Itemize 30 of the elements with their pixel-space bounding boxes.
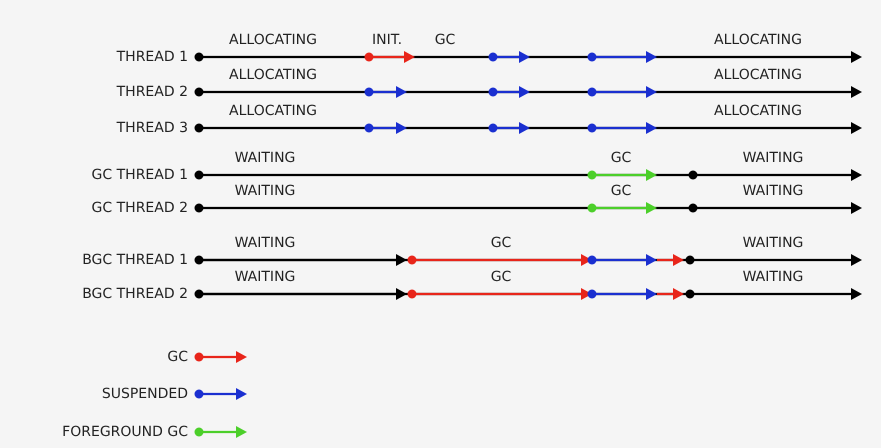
state-label: WAITING [742, 235, 804, 251]
state-label: GC [490, 269, 512, 285]
row-label: THREAD 3 [116, 120, 188, 136]
state-label: WAITING [234, 150, 296, 166]
row-label: THREAD 1 [116, 49, 188, 65]
state-label: WAITING [234, 183, 296, 199]
row-label: BGC THREAD 1 [82, 252, 188, 268]
legend-label: FOREGROUND GC [62, 424, 188, 440]
state-label: ALLOCATING [714, 103, 802, 119]
state-label: WAITING [234, 269, 296, 285]
state-label: INIT. [372, 32, 402, 48]
state-label: ALLOCATING [714, 67, 802, 83]
state-label: WAITING [742, 183, 804, 199]
state-label: GC [434, 32, 456, 48]
state-label: ALLOCATING [229, 103, 317, 119]
legend-label: SUSPENDED [102, 386, 188, 402]
state-label: ALLOCATING [714, 32, 802, 48]
row-label: GC THREAD 1 [92, 167, 188, 183]
state-label: WAITING [742, 269, 804, 285]
legend-label: GC [167, 349, 188, 365]
state-label: GC [610, 183, 632, 199]
state-label: ALLOCATING [229, 32, 317, 48]
state-label: GC [490, 235, 512, 251]
state-label: WAITING [742, 150, 804, 166]
state-label: ALLOCATING [229, 67, 317, 83]
row-label: THREAD 2 [116, 84, 188, 100]
row-label: GC THREAD 2 [92, 200, 188, 216]
state-label: WAITING [234, 235, 296, 251]
state-label: GC [610, 150, 632, 166]
row-label: BGC THREAD 2 [82, 286, 188, 302]
